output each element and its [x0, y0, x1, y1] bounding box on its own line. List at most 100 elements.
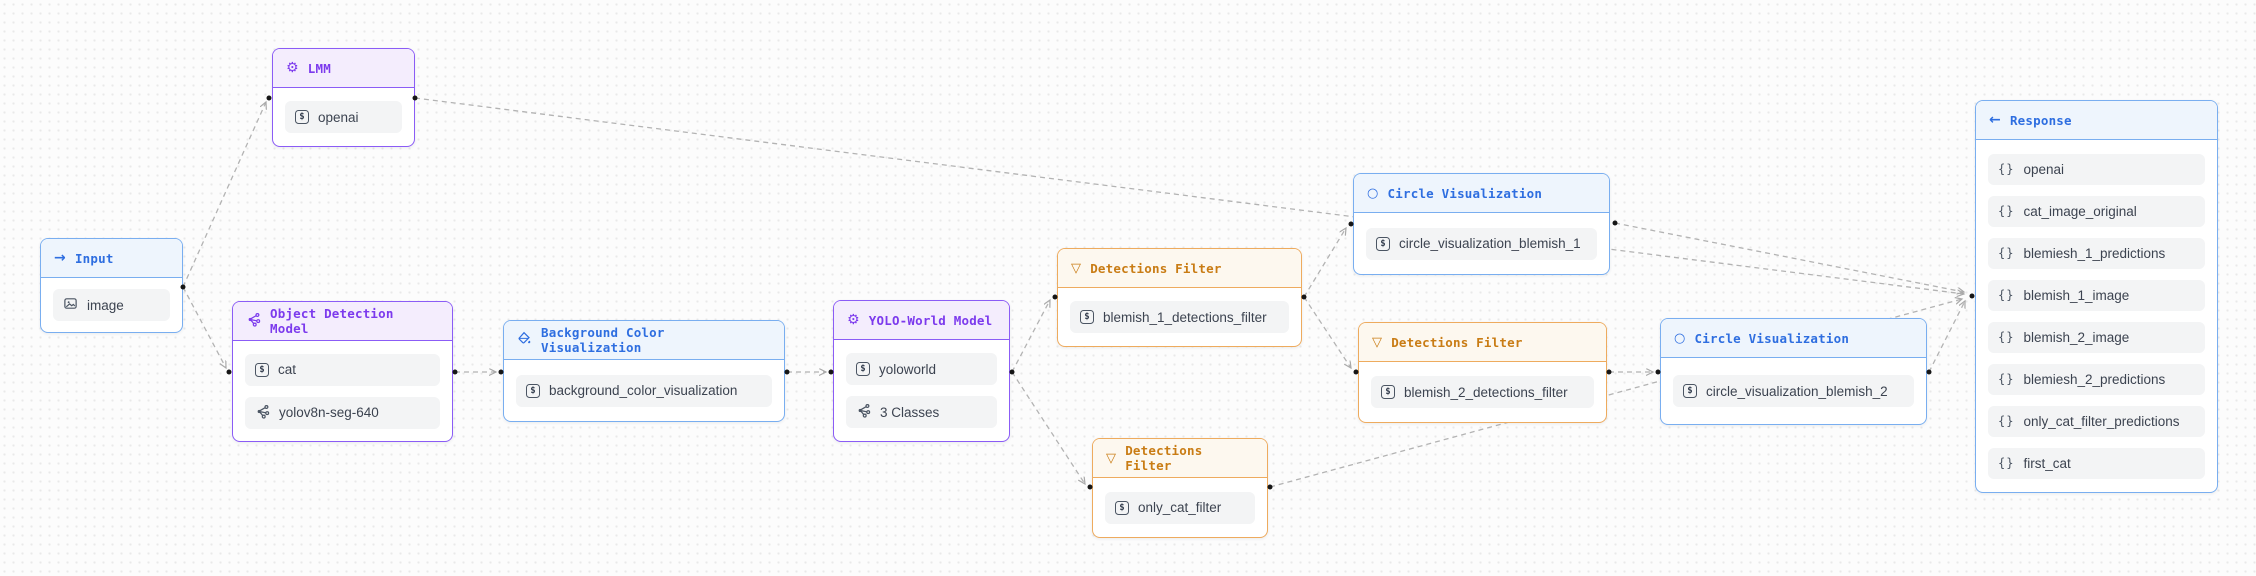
item-response-blemish-1-image[interactable]: {} blemish_1_image — [1988, 279, 2205, 311]
node-odm-header: Object Detection Model — [233, 302, 452, 341]
funnel-icon: ▽ — [1106, 450, 1117, 466]
item-response-only-cat-filter-predictions[interactable]: {} only_cat_filter_predictions — [1988, 405, 2205, 437]
port-input-output[interactable] — [180, 284, 186, 290]
item-label: blemish_1_detections_filter — [1103, 309, 1267, 325]
node-title: Circle Visualization — [1387, 185, 1543, 201]
string-icon: $ — [1381, 385, 1395, 399]
node-title: YOLO-World Model — [868, 312, 993, 328]
arrow-right-icon: → — [54, 250, 66, 266]
item-circle-visualization-blemish-1[interactable]: $ circle_visualization_blemish_1 — [1366, 227, 1597, 260]
port-response-input[interactable] — [1969, 293, 1975, 299]
gear-icon: ⚙ — [286, 60, 299, 76]
node-df2-header: ▽ Detections Filter — [1359, 323, 1606, 362]
node-yolo-world-model[interactable]: ⚙ YOLO-World Model $ yoloworld 3 Classes — [833, 300, 1010, 442]
image-icon — [63, 296, 78, 314]
item-label: first_cat — [2023, 455, 2071, 471]
string-icon: $ — [1115, 500, 1129, 515]
node-cv2-header: ○ Circle Visualization — [1661, 319, 1926, 358]
node-title: Detections Filter — [1090, 260, 1222, 276]
node-df1-header: ▽ Detections Filter — [1058, 249, 1301, 288]
item-circle-visualization-blemish-2[interactable]: $ circle_visualization_blemish_2 — [1673, 375, 1914, 407]
item-label: blemish_1_image — [2023, 287, 2130, 303]
port-dfcat-output[interactable] — [1267, 484, 1273, 490]
port-dfcat-input[interactable] — [1087, 484, 1093, 490]
node-input[interactable]: → Input image — [40, 238, 183, 333]
port-cv1-output[interactable] — [1612, 220, 1618, 226]
item-response-blemiesh-1-predictions[interactable]: {} blemiesh_1_predictions — [1988, 237, 2205, 269]
node-title: Detections Filter — [1125, 443, 1203, 473]
string-icon: $ — [1376, 236, 1390, 251]
node-dfcat-header: ▽ Detections Filter — [1093, 439, 1267, 478]
item-label: openai — [318, 109, 359, 125]
port-df1-output[interactable] — [1301, 294, 1307, 300]
port-odm-input[interactable] — [226, 369, 232, 375]
braces-icon: {} — [1998, 372, 2015, 386]
item-label: yoloworld — [879, 361, 937, 377]
node-title: Background Color Visualization — [541, 325, 665, 355]
port-yolo-input[interactable] — [828, 369, 834, 375]
item-3-classes[interactable]: 3 Classes — [846, 396, 997, 428]
item-response-blemish-2-image[interactable]: {} blemish_2_image — [1988, 321, 2205, 353]
braces-icon: {} — [1998, 246, 2015, 260]
item-response-blemiesh-2-predictions[interactable]: {} blemiesh_2_predictions — [1988, 363, 2205, 395]
item-only-cat-filter[interactable]: $ only_cat_filter — [1105, 491, 1255, 524]
node-title: Response — [2009, 112, 2072, 128]
node-bgcv-header: Background Color Visualization — [504, 321, 784, 360]
node-response[interactable]: ← Response {} openai {} cat_image_origin… — [1975, 100, 2218, 493]
item-cat[interactable]: $ cat — [245, 353, 440, 386]
item-blemish-1-detections-filter[interactable]: $ blemish_1_detections_filter — [1070, 301, 1289, 333]
molecule-icon — [856, 403, 871, 421]
node-circle-visualization-blemish-1[interactable]: ○ Circle Visualization $ circle_visualiz… — [1353, 173, 1610, 275]
gear-icon: ⚙ — [847, 312, 860, 328]
item-response-openai[interactable]: {} openai — [1988, 153, 2205, 185]
node-background-color-visualization[interactable]: Background Color Visualization $ backgro… — [503, 320, 785, 422]
item-image[interactable]: image — [53, 289, 170, 321]
item-yolov8n-seg-640[interactable]: yolov8n-seg-640 — [245, 396, 440, 429]
port-bgcv-output[interactable] — [784, 369, 790, 375]
item-yoloworld[interactable]: $ yoloworld — [846, 353, 997, 385]
item-label: image — [87, 297, 124, 313]
port-lmm-output[interactable] — [412, 95, 418, 101]
item-label: only_cat_filter_predictions — [2023, 413, 2180, 429]
node-object-detection-model[interactable]: Object Detection Model $ cat yolov8n-seg… — [232, 301, 453, 442]
item-openai[interactable]: $ openai — [285, 101, 402, 133]
funnel-icon: ▽ — [1071, 260, 1082, 276]
braces-icon: {} — [1998, 456, 2015, 470]
braces-icon: {} — [1998, 204, 2015, 218]
node-yolo-header: ⚙ YOLO-World Model — [834, 301, 1009, 340]
molecule-icon — [246, 312, 261, 330]
node-circle-visualization-blemish-2[interactable]: ○ Circle Visualization $ circle_visualiz… — [1660, 318, 1927, 425]
item-label: blemiesh_1_predictions — [2023, 245, 2166, 261]
circle-icon: ○ — [1367, 185, 1379, 201]
port-cv2-input[interactable] — [1655, 369, 1661, 375]
port-yolo-output[interactable] — [1009, 369, 1015, 375]
arrow-left-icon: ← — [1989, 112, 2001, 128]
funnel-icon: ▽ — [1372, 334, 1383, 350]
port-odm-output[interactable] — [452, 369, 458, 375]
port-bgcv-input[interactable] — [498, 369, 504, 375]
port-df2-input[interactable] — [1353, 369, 1359, 375]
braces-icon: {} — [1998, 414, 2015, 428]
port-cv1-input[interactable] — [1348, 221, 1354, 227]
port-df2-output[interactable] — [1606, 369, 1612, 375]
node-title: Object Detection Model — [270, 306, 394, 336]
item-background-color-visualization[interactable]: $ background_color_visualization — [516, 374, 772, 407]
string-icon: $ — [526, 383, 540, 398]
node-detections-filter-only-cat[interactable]: ▽ Detections Filter $ only_cat_filter — [1092, 438, 1268, 538]
port-lmm-input[interactable] — [266, 95, 272, 101]
node-detections-filter-blemish-2[interactable]: ▽ Detections Filter $ blemish_2_detectio… — [1358, 322, 1607, 423]
string-icon: $ — [856, 362, 870, 376]
item-label: blemish_2_detections_filter — [1404, 384, 1568, 400]
port-df1-input[interactable] — [1052, 294, 1058, 300]
item-label: background_color_visualization — [549, 383, 738, 398]
item-blemish-2-detections-filter[interactable]: $ blemish_2_detections_filter — [1371, 376, 1594, 408]
item-response-cat-image-original[interactable]: {} cat_image_original — [1988, 195, 2205, 227]
node-lmm[interactable]: ⚙ LMM $ openai — [272, 48, 415, 147]
molecule-icon — [255, 404, 270, 422]
node-detections-filter-blemish-1[interactable]: ▽ Detections Filter $ blemish_1_detectio… — [1057, 248, 1302, 347]
node-title: Circle Visualization — [1694, 330, 1850, 346]
item-response-first-cat[interactable]: {} first_cat — [1988, 447, 2205, 479]
port-cv2-output[interactable] — [1926, 369, 1932, 375]
node-response-header: ← Response — [1976, 101, 2217, 140]
string-icon: $ — [255, 362, 269, 377]
